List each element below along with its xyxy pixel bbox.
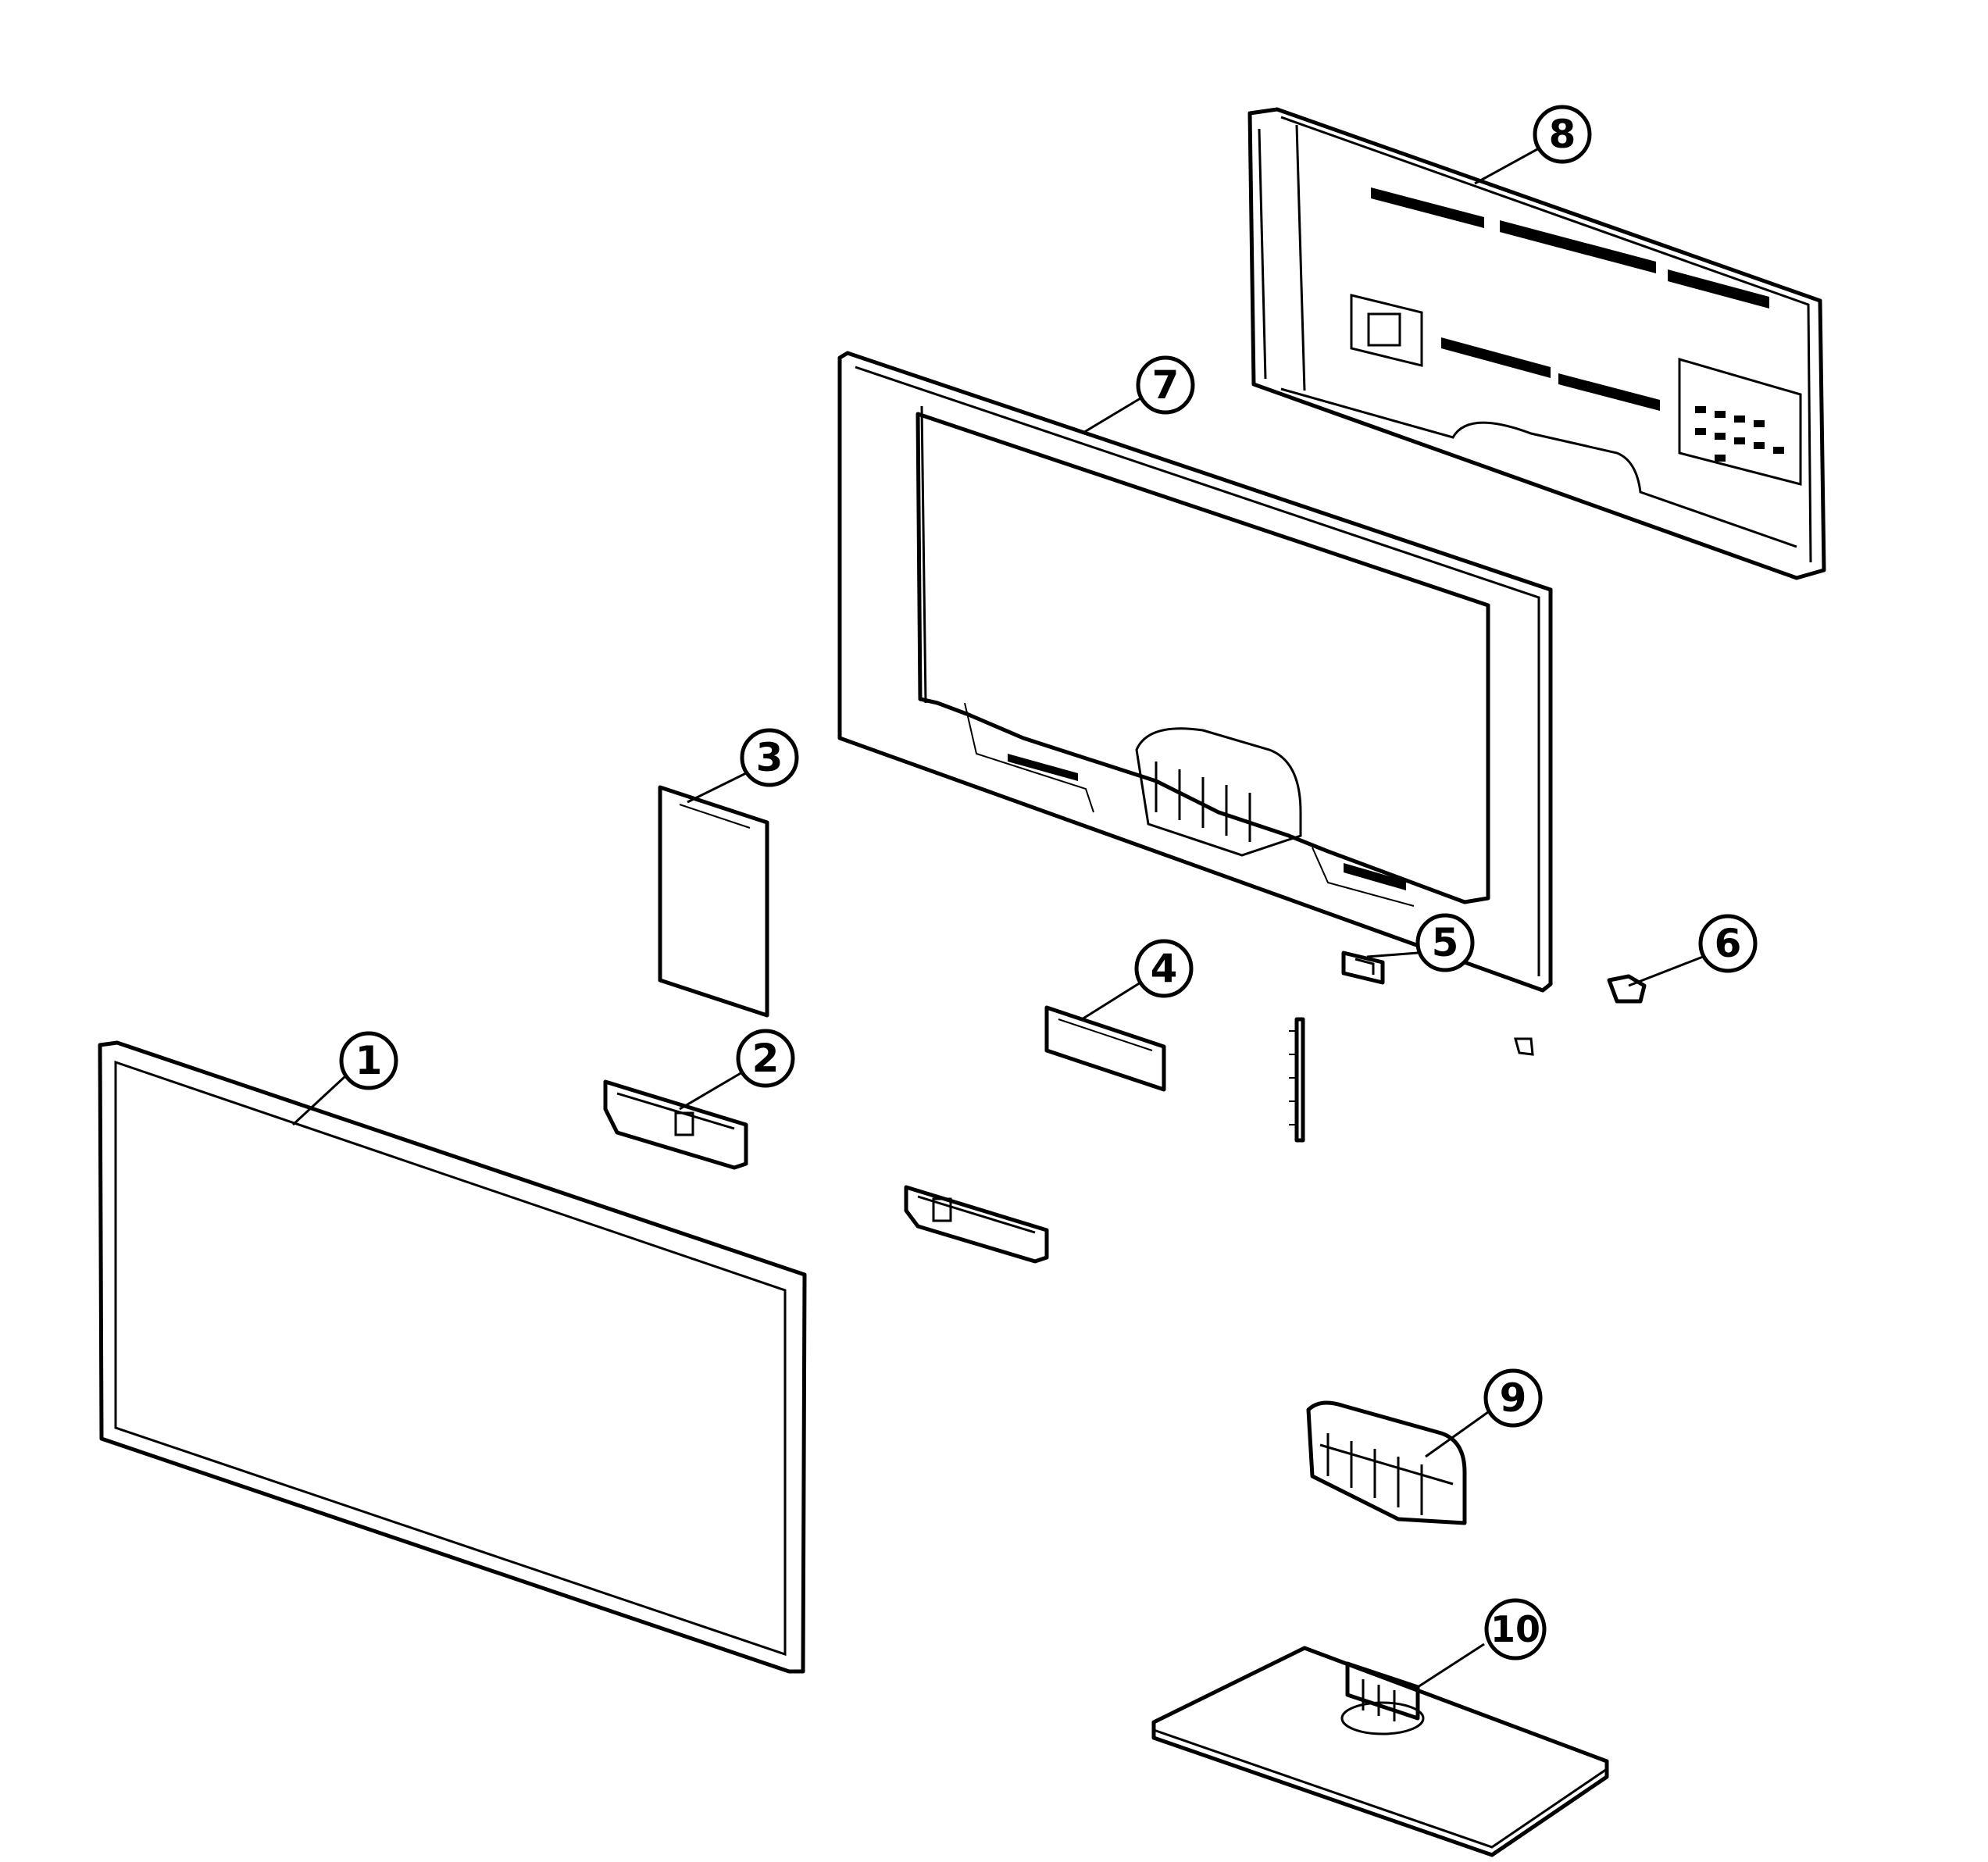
callout-2-label: 2 <box>752 1036 780 1081</box>
callout-2: 2 <box>679 1029 795 1111</box>
part-bracket-upper <box>603 1079 748 1170</box>
callout-4: 4 <box>1081 939 1194 1021</box>
callout-8: 8 <box>1474 105 1592 185</box>
part-rear-cover <box>1247 107 1826 580</box>
part-stand-neck <box>1306 1400 1467 1525</box>
callout-5-label: 5 <box>1432 920 1459 965</box>
callout-8-label: 8 <box>1549 112 1576 157</box>
callout-9: 9 <box>1425 1368 1543 1458</box>
part-front-bezel <box>837 351 1553 993</box>
part-stand-base <box>1151 1646 1609 1857</box>
callout-1: 1 <box>291 1031 398 1126</box>
callout-5: 5 <box>1366 913 1475 972</box>
part-led-strip <box>1289 1017 1305 1143</box>
part-lcd-panel <box>98 1040 807 1674</box>
part-switch <box>1607 974 1647 1004</box>
part-board-center <box>1044 1005 1166 1092</box>
part-board-upper <box>658 785 769 1018</box>
callout-7-label: 7 <box>1152 362 1180 408</box>
callout-7: 7 <box>1081 355 1195 435</box>
callout-1-label: 1 <box>355 1038 383 1083</box>
callout-10: 10 <box>1417 1598 1547 1689</box>
callout-10-label: 10 <box>1490 1608 1540 1650</box>
callout-4-label: 4 <box>1151 946 1178 991</box>
callout-6: 6 <box>1628 914 1758 987</box>
part-clip <box>1514 1037 1534 1056</box>
callout-9-label: 9 <box>1500 1375 1527 1421</box>
callout-3-label: 3 <box>756 735 783 780</box>
part-small-bracket <box>1341 951 1385 985</box>
part-bracket-lower <box>904 1185 1049 1264</box>
callout-6-label: 6 <box>1715 921 1742 966</box>
callout-3: 3 <box>687 728 799 804</box>
